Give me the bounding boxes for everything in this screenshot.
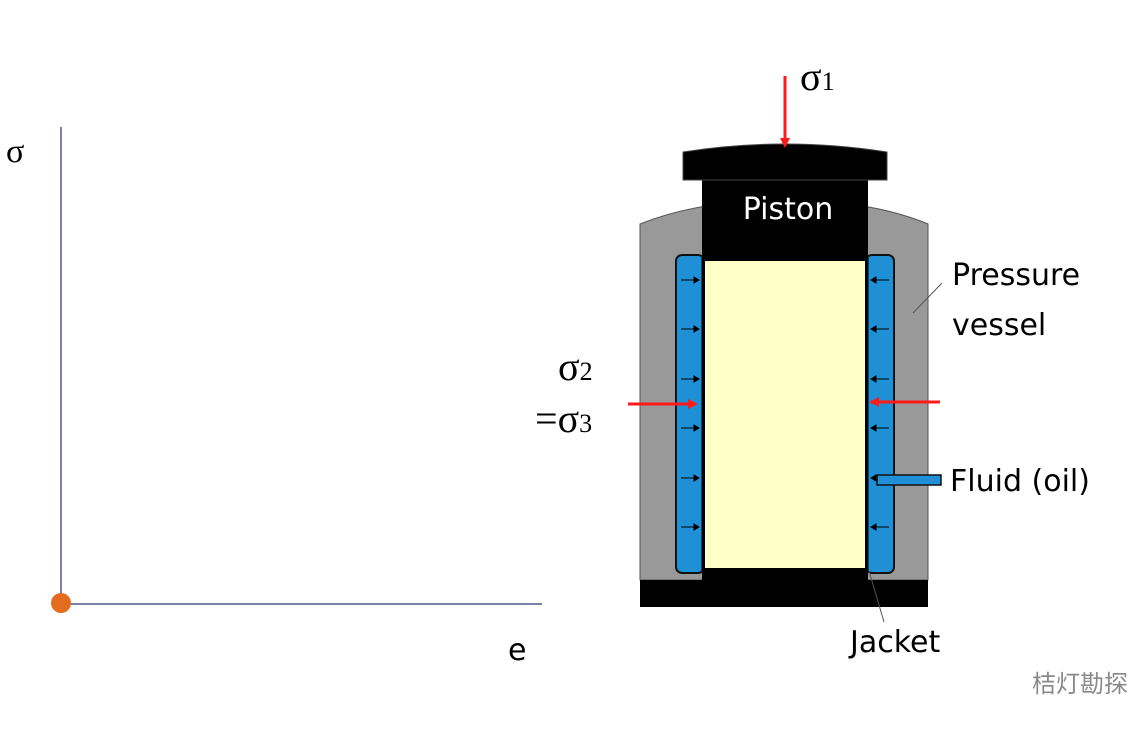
x-axis-label: e [508, 633, 526, 668]
watermark: 桔灯勘探 [1032, 670, 1128, 698]
sigma2-label: σ2 [558, 344, 593, 389]
pressure-vessel-label-line1: Pressure [952, 258, 1080, 293]
piston-cap [682, 143, 888, 181]
triaxial-cell-diagram: Piston σ1 σ2 =σ3 Pressure vessel Flui [535, 54, 1090, 660]
pressure-vessel-leader [912, 282, 943, 314]
piston-label: Piston [743, 192, 834, 227]
piston-shaft [702, 178, 868, 260]
confining-arrows-left [681, 276, 700, 531]
base-plate [640, 580, 928, 607]
base-plate-top [702, 568, 868, 582]
sigma1-label: σ1 [800, 54, 835, 99]
y-axis-label: σ [6, 133, 24, 170]
jacket-leader [868, 570, 885, 623]
fluid-label: Fluid (oil) [950, 464, 1090, 499]
fluid-chamber-right [865, 254, 895, 574]
rock-sample [703, 259, 867, 571]
sigma3-label: =σ3 [535, 396, 592, 441]
fluid-chamber-left [675, 254, 705, 574]
origin-point [51, 593, 71, 613]
pressure-vessel-label-line2: vessel [952, 308, 1046, 343]
confining-arrows-right [870, 276, 889, 531]
fluid-inlet-pipe [876, 474, 942, 486]
jacket-label: Jacket [848, 625, 940, 660]
stress-strain-plot: σ e [6, 127, 542, 668]
